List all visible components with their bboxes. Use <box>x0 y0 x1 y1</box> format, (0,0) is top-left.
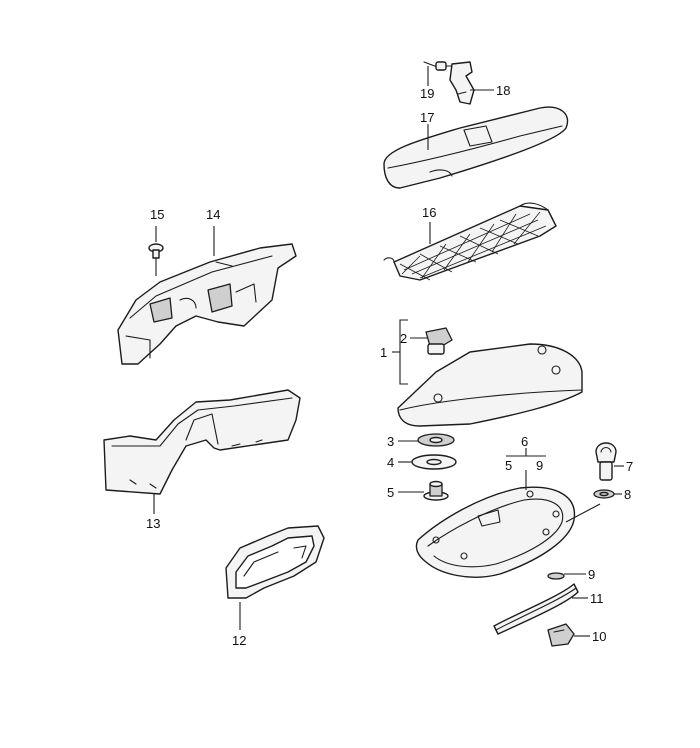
leader-8-to-tray <box>565 503 601 523</box>
bracket-1 <box>399 319 408 385</box>
part-3-washer <box>417 433 455 447</box>
part-2-cap <box>425 327 453 355</box>
callout-14: 14 <box>206 207 220 222</box>
part-13-tunnel-trim <box>103 389 301 495</box>
callout-7: 7 <box>626 459 633 474</box>
part-4-washer <box>411 454 457 470</box>
callout-12: 12 <box>232 633 246 648</box>
callout-5: 5 <box>387 485 394 500</box>
callout-19: 19 <box>420 86 434 101</box>
part-14-trim-panel <box>117 243 297 365</box>
callout-6: 6 <box>521 434 528 449</box>
callout-13: 13 <box>146 516 160 531</box>
part-9-washer <box>547 572 565 580</box>
callout-8: 8 <box>624 487 631 502</box>
callout-6-sub-5: 5 <box>505 458 512 473</box>
callout-10: 10 <box>592 629 606 644</box>
callout-18: 18 <box>496 83 510 98</box>
part-7-ring-bolt <box>595 442 617 481</box>
callout-15: 15 <box>150 207 164 222</box>
part-12-frame <box>225 525 325 599</box>
part-15-clip <box>148 243 164 259</box>
callout-3: 3 <box>387 434 394 449</box>
callout-1: 1 <box>380 345 387 360</box>
bracket-6 <box>506 448 546 457</box>
part-16-net <box>383 202 557 281</box>
part-1-floor-panel <box>397 343 583 427</box>
callout-4: 4 <box>387 455 394 470</box>
part-18-bracket <box>449 61 475 105</box>
callout-16: 16 <box>422 205 436 220</box>
callout-6-sub-9: 9 <box>536 458 543 473</box>
part-8-washer <box>593 489 615 499</box>
part-10-clip <box>547 623 575 647</box>
callout-9: 9 <box>588 567 595 582</box>
part-6-tray <box>415 486 576 578</box>
callout-11: 11 <box>590 591 604 606</box>
part-5-fastener <box>423 480 449 501</box>
callout-2: 2 <box>400 331 407 346</box>
part-17-cover <box>383 106 569 189</box>
part-19-pin <box>423 61 453 71</box>
callout-17: 17 <box>420 110 434 125</box>
part-11-strip <box>493 583 579 635</box>
